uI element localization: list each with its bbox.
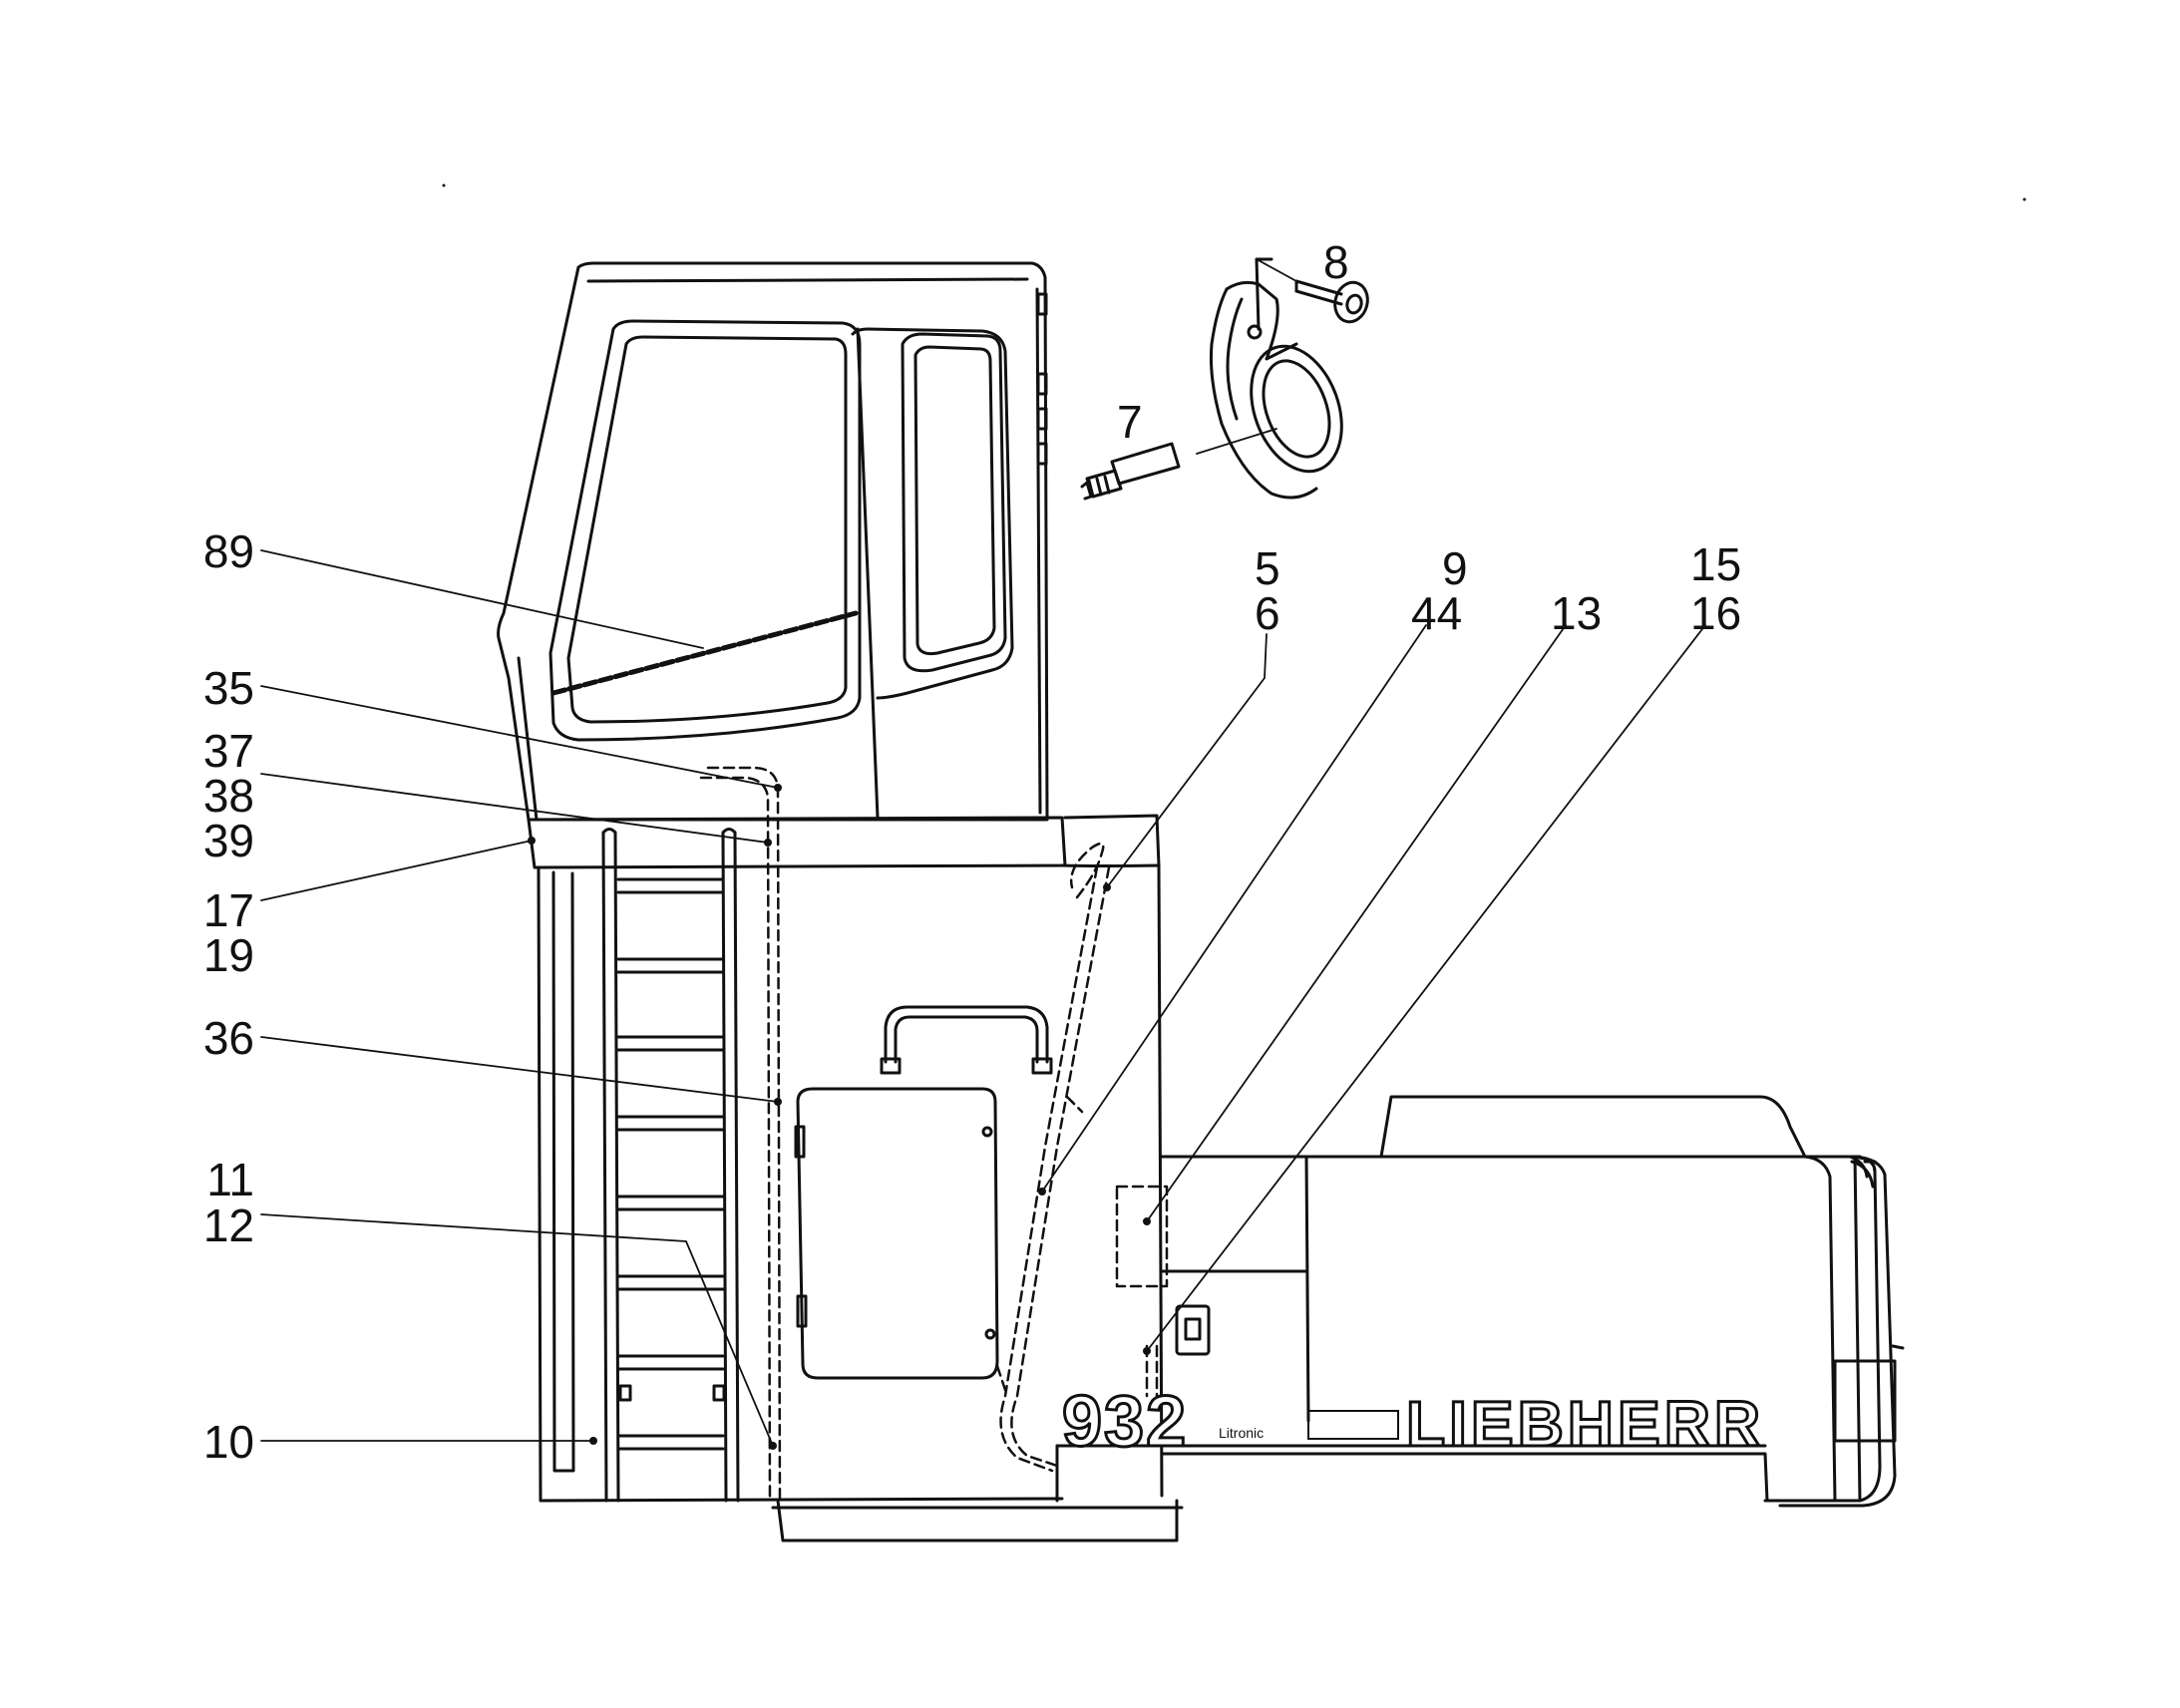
- access-panel: [794, 1087, 999, 1380]
- callout-39: 39: [202, 815, 254, 866]
- callout-44: 44: [1411, 587, 1463, 639]
- callout-16: 16: [1690, 587, 1742, 639]
- callout-15: 15: [1690, 538, 1742, 590]
- callout-6: 6: [1255, 587, 1280, 639]
- callout-9: 9: [1442, 542, 1468, 594]
- wiper-blade: [550, 610, 859, 696]
- callout-35: 35: [202, 662, 254, 714]
- front-window: [548, 319, 862, 742]
- leader-lines: [260, 258, 1706, 1447]
- ladder: [601, 828, 740, 1503]
- screw-detail: [1294, 279, 1369, 324]
- callout-5: 5: [1255, 542, 1280, 594]
- leader-dots: [442, 183, 2026, 1450]
- callout-17: 17: [202, 884, 254, 936]
- callout-38: 38: [202, 770, 254, 822]
- callout-37: 37: [202, 725, 254, 777]
- handle: [880, 1005, 1053, 1075]
- callout-36: 36: [202, 1012, 254, 1064]
- bush-detail: [1080, 442, 1181, 501]
- lower-body: [537, 863, 1184, 1542]
- switch-box: [1175, 1304, 1211, 1356]
- clamp-detail: [1209, 257, 1343, 500]
- callout-8: 8: [1323, 236, 1349, 288]
- cab-body: [497, 261, 1049, 822]
- decals: 932 Litronic LIEBHERR: [1061, 1381, 1764, 1464]
- litronic-decal: Litronic: [1219, 1425, 1264, 1441]
- door-frame: [851, 327, 1014, 820]
- callout-11: 11: [206, 1154, 254, 1205]
- callout-12: 12: [202, 1199, 254, 1251]
- callout-89: 89: [202, 525, 254, 577]
- model-number-decal: 932: [1062, 1382, 1188, 1462]
- side-window: [901, 332, 1007, 673]
- brand-decal: LIEBHERR: [1406, 1388, 1764, 1460]
- callout-13: 13: [1551, 587, 1603, 639]
- callout-10: 10: [202, 1416, 254, 1468]
- callout-19: 19: [202, 929, 254, 981]
- housing: [1055, 1095, 1905, 1508]
- callout-7: 7: [1117, 396, 1143, 448]
